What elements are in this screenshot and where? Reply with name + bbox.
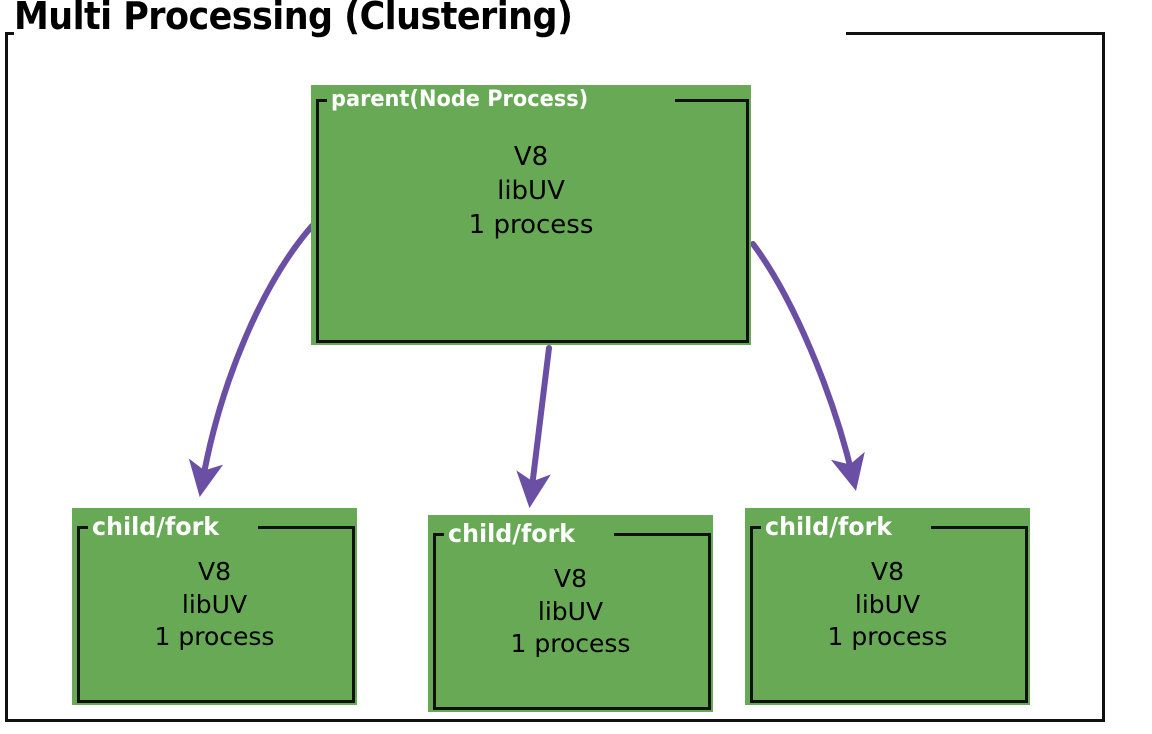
child-fork-label-left: child/fork — [92, 512, 220, 541]
child-fork-label-gap-right — [761, 519, 931, 535]
child-fork-box-right: child/fork V8 libUV 1 process — [745, 508, 1030, 705]
child-fork-box-left: child/fork V8 libUV 1 process — [72, 508, 357, 705]
parent-process-box: parent(Node Process) V8 libUV 1 process — [311, 85, 751, 345]
child-fork-details-right: V8 libUV 1 process — [827, 557, 948, 651]
child-fork-label-right: child/fork — [765, 512, 893, 541]
child-fork-details-middle: V8 libUV 1 process — [510, 564, 631, 658]
parent-process-label-gap — [327, 92, 675, 108]
diagram-title: Multi Processing (Clustering) — [14, 0, 573, 38]
child-fork-label-middle: child/fork — [448, 519, 576, 548]
child-fork-box-middle: child/fork V8 libUV 1 process — [428, 515, 713, 712]
parent-process-label: parent(Node Process) — [331, 87, 589, 112]
child-fork-details-left: V8 libUV 1 process — [154, 557, 275, 651]
child-fork-label-gap-left — [88, 519, 258, 535]
diagram-title-gap — [14, 20, 846, 46]
parent-process-details: V8 libUV 1 process — [468, 142, 594, 240]
child-fork-label-gap-middle — [444, 526, 614, 542]
